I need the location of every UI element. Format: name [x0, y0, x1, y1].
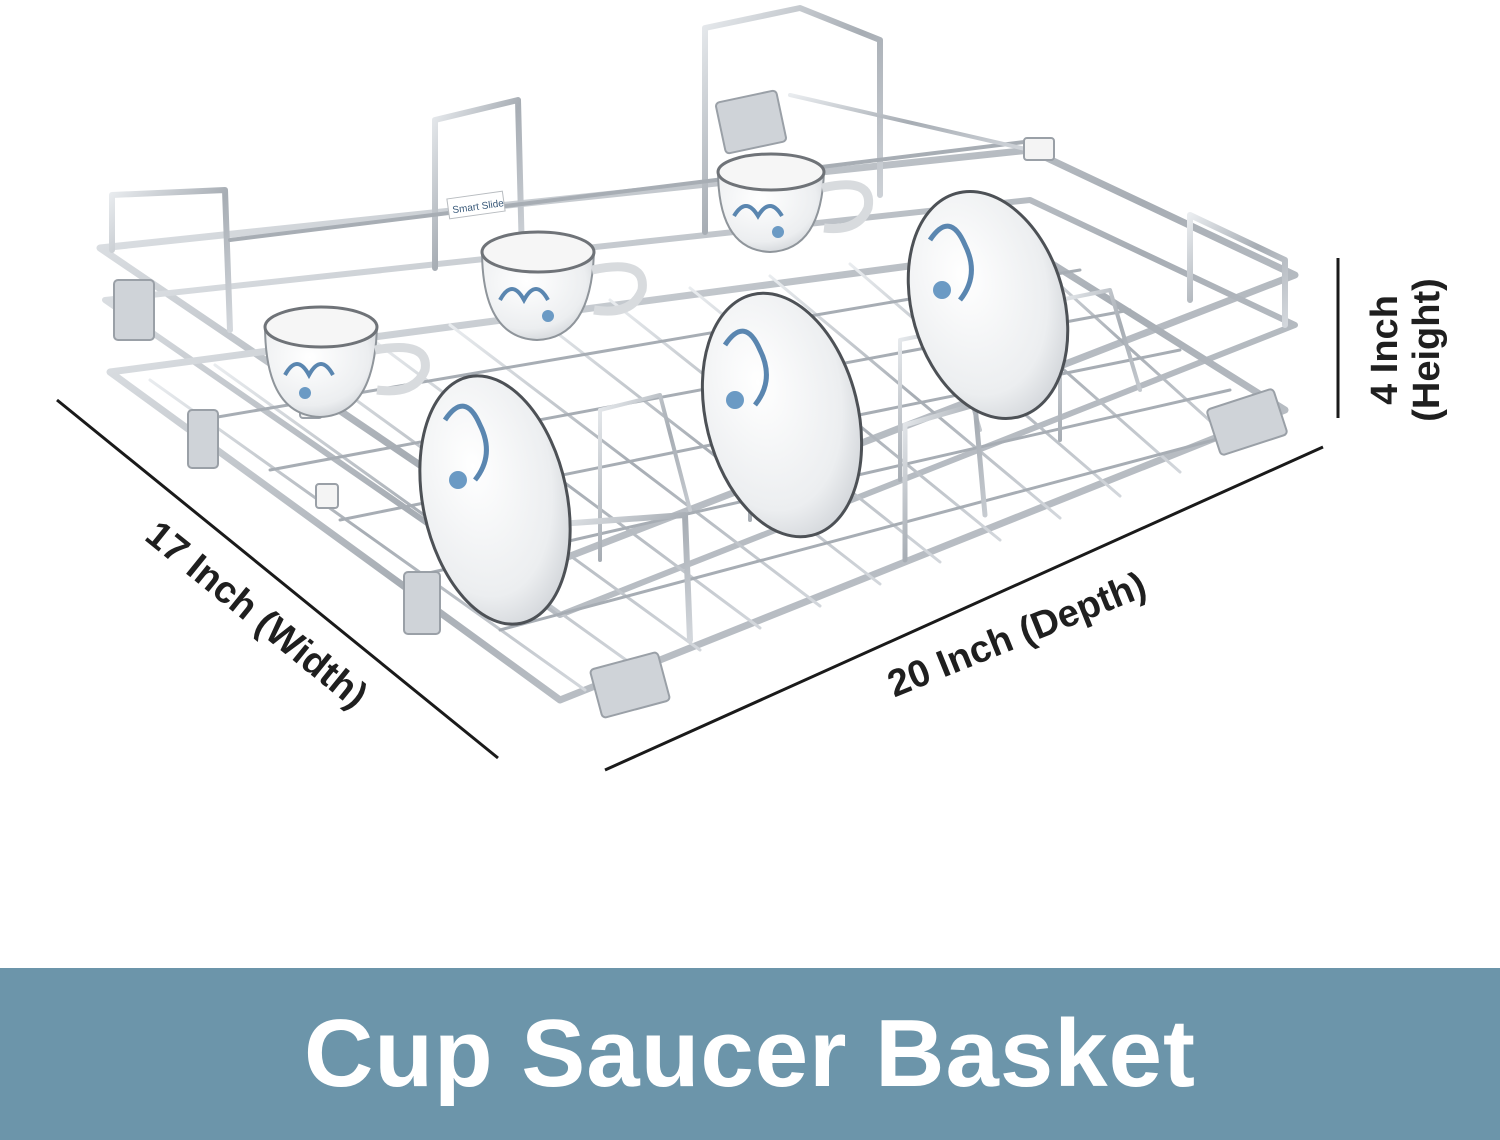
- saucer-back: [906, 190, 1070, 420]
- basket-product-image: Smart Slide: [56, 5, 1340, 772]
- saucer-middle: [700, 291, 864, 539]
- basket-middle-rim: [102, 197, 1298, 618]
- height-dimension-value: 4 Inch: [1364, 295, 1406, 405]
- height-dimension-label: 4 Inch (Height): [1364, 270, 1448, 430]
- brand-tag: Smart Slide: [446, 190, 506, 220]
- cup-back: [716, 152, 874, 254]
- saucers: [418, 190, 1070, 626]
- banner-title: Cup Saucer Basket: [303, 1000, 1196, 1107]
- mounting-brackets: [113, 89, 1288, 719]
- title-banner: Cup Saucer Basket: [0, 968, 1500, 1140]
- saucer-front: [418, 374, 572, 626]
- cup-front: [263, 305, 430, 419]
- depth-dimension-line: [604, 445, 1324, 772]
- cup-middle: [480, 230, 647, 342]
- cups: [263, 152, 874, 419]
- back-frame: [109, 187, 233, 333]
- height-dimension-caption: (Height): [1406, 278, 1448, 422]
- width-dimension-line: [56, 398, 499, 760]
